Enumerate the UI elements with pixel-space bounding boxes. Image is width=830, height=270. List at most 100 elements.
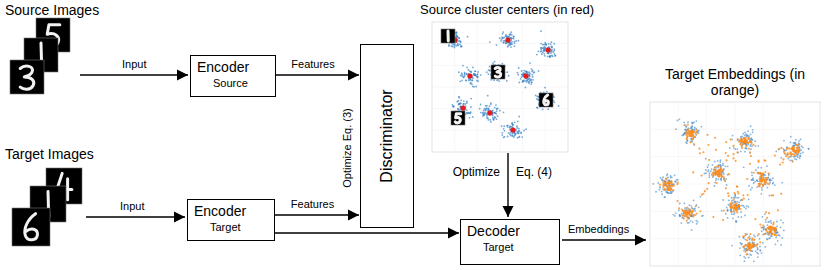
target-embedding-point [761, 180, 763, 182]
source-point [761, 252, 763, 254]
source-point [707, 164, 709, 166]
target-embedding-point [752, 144, 754, 146]
source-point [760, 249, 762, 251]
target-embedding-point [692, 171, 694, 173]
source-point [727, 165, 729, 167]
source-point [779, 235, 781, 237]
source-point [494, 107, 496, 109]
source-point [543, 53, 545, 55]
source-point [776, 231, 778, 233]
source-point [744, 215, 746, 217]
source-point [501, 132, 503, 134]
source-point [725, 213, 727, 215]
target-embedding-point [745, 145, 747, 147]
source-point [535, 95, 537, 97]
grid-line [432, 87, 568, 88]
source-point [679, 203, 681, 205]
target-embedding-points [659, 124, 801, 256]
digit-stroke [455, 114, 461, 123]
source-point [513, 36, 515, 38]
source-point [679, 215, 681, 217]
source-point [767, 176, 769, 178]
text-label: Eq. (4) [516, 166, 552, 180]
target-embedding-point [790, 155, 792, 157]
source-point [783, 140, 785, 142]
cluster-center [505, 37, 510, 42]
source-point [682, 215, 684, 217]
source-point [800, 138, 802, 140]
target-embedding-point [759, 224, 761, 226]
source-point [530, 81, 532, 83]
target-embedding-point [762, 177, 764, 179]
source-point [707, 170, 709, 172]
source-point [671, 183, 673, 185]
target-embedding-point [715, 171, 717, 173]
target-embedding-point [751, 237, 753, 239]
target-embedding-point [719, 170, 721, 172]
source-point [504, 130, 506, 132]
target-embedding-point [734, 205, 736, 207]
source-point [745, 249, 747, 251]
source-point [754, 140, 756, 142]
target-embedding-point [700, 175, 702, 177]
target-embedding-point [735, 209, 737, 211]
source-point [768, 228, 770, 230]
source-point [467, 36, 469, 38]
source-point [487, 117, 489, 119]
target-embedding-point [762, 175, 764, 177]
target-embedding-point [695, 133, 697, 135]
source-point [746, 205, 748, 207]
source-point [793, 145, 795, 147]
connector-arrow [275, 214, 359, 215]
source-point [784, 153, 786, 155]
source-point [720, 178, 722, 180]
source-point [548, 43, 550, 45]
target-embedding-point [765, 177, 767, 179]
target-embedding-point [740, 138, 742, 140]
target-embedding-point [773, 227, 775, 229]
target-embedding-point [720, 176, 722, 178]
source-point [666, 173, 668, 175]
target-embedding-point [714, 137, 716, 139]
target-embedding-point [734, 205, 736, 207]
source-point [487, 119, 489, 121]
source-point [526, 81, 528, 83]
source-point [519, 136, 521, 138]
target-embedding-point [749, 141, 751, 143]
source-point [546, 91, 548, 93]
image-patch [539, 93, 553, 107]
source-point [666, 191, 668, 193]
source-point [544, 50, 546, 52]
target-embedding-point [689, 208, 691, 210]
target-embedding-point [662, 182, 664, 184]
target-embedding-point [672, 189, 674, 191]
source-point [720, 178, 722, 180]
source-point [747, 138, 749, 140]
source-point [540, 47, 542, 49]
source-point [720, 167, 722, 169]
source-point [729, 209, 731, 211]
target-embedding-point [693, 143, 695, 145]
source-point [476, 76, 478, 78]
source-image [10, 60, 44, 94]
source-point [743, 206, 745, 208]
source-point [470, 71, 472, 73]
source-point [683, 121, 685, 123]
source-point [744, 132, 746, 134]
source-point [705, 169, 707, 171]
target-embedding-point [692, 215, 694, 217]
source-point [738, 201, 740, 203]
source-point [687, 121, 689, 123]
target-embedding-point [667, 188, 669, 190]
target-embedding-point [741, 199, 743, 201]
target-embedding-point [739, 140, 741, 142]
source-point [543, 43, 545, 45]
source-point [694, 208, 696, 210]
source-point [470, 79, 472, 81]
source-point [719, 161, 721, 163]
target-embedding-point [739, 140, 741, 142]
source-point [715, 178, 717, 180]
target-embedding-point [713, 168, 715, 170]
source-point [509, 125, 511, 127]
source-point [790, 141, 792, 143]
